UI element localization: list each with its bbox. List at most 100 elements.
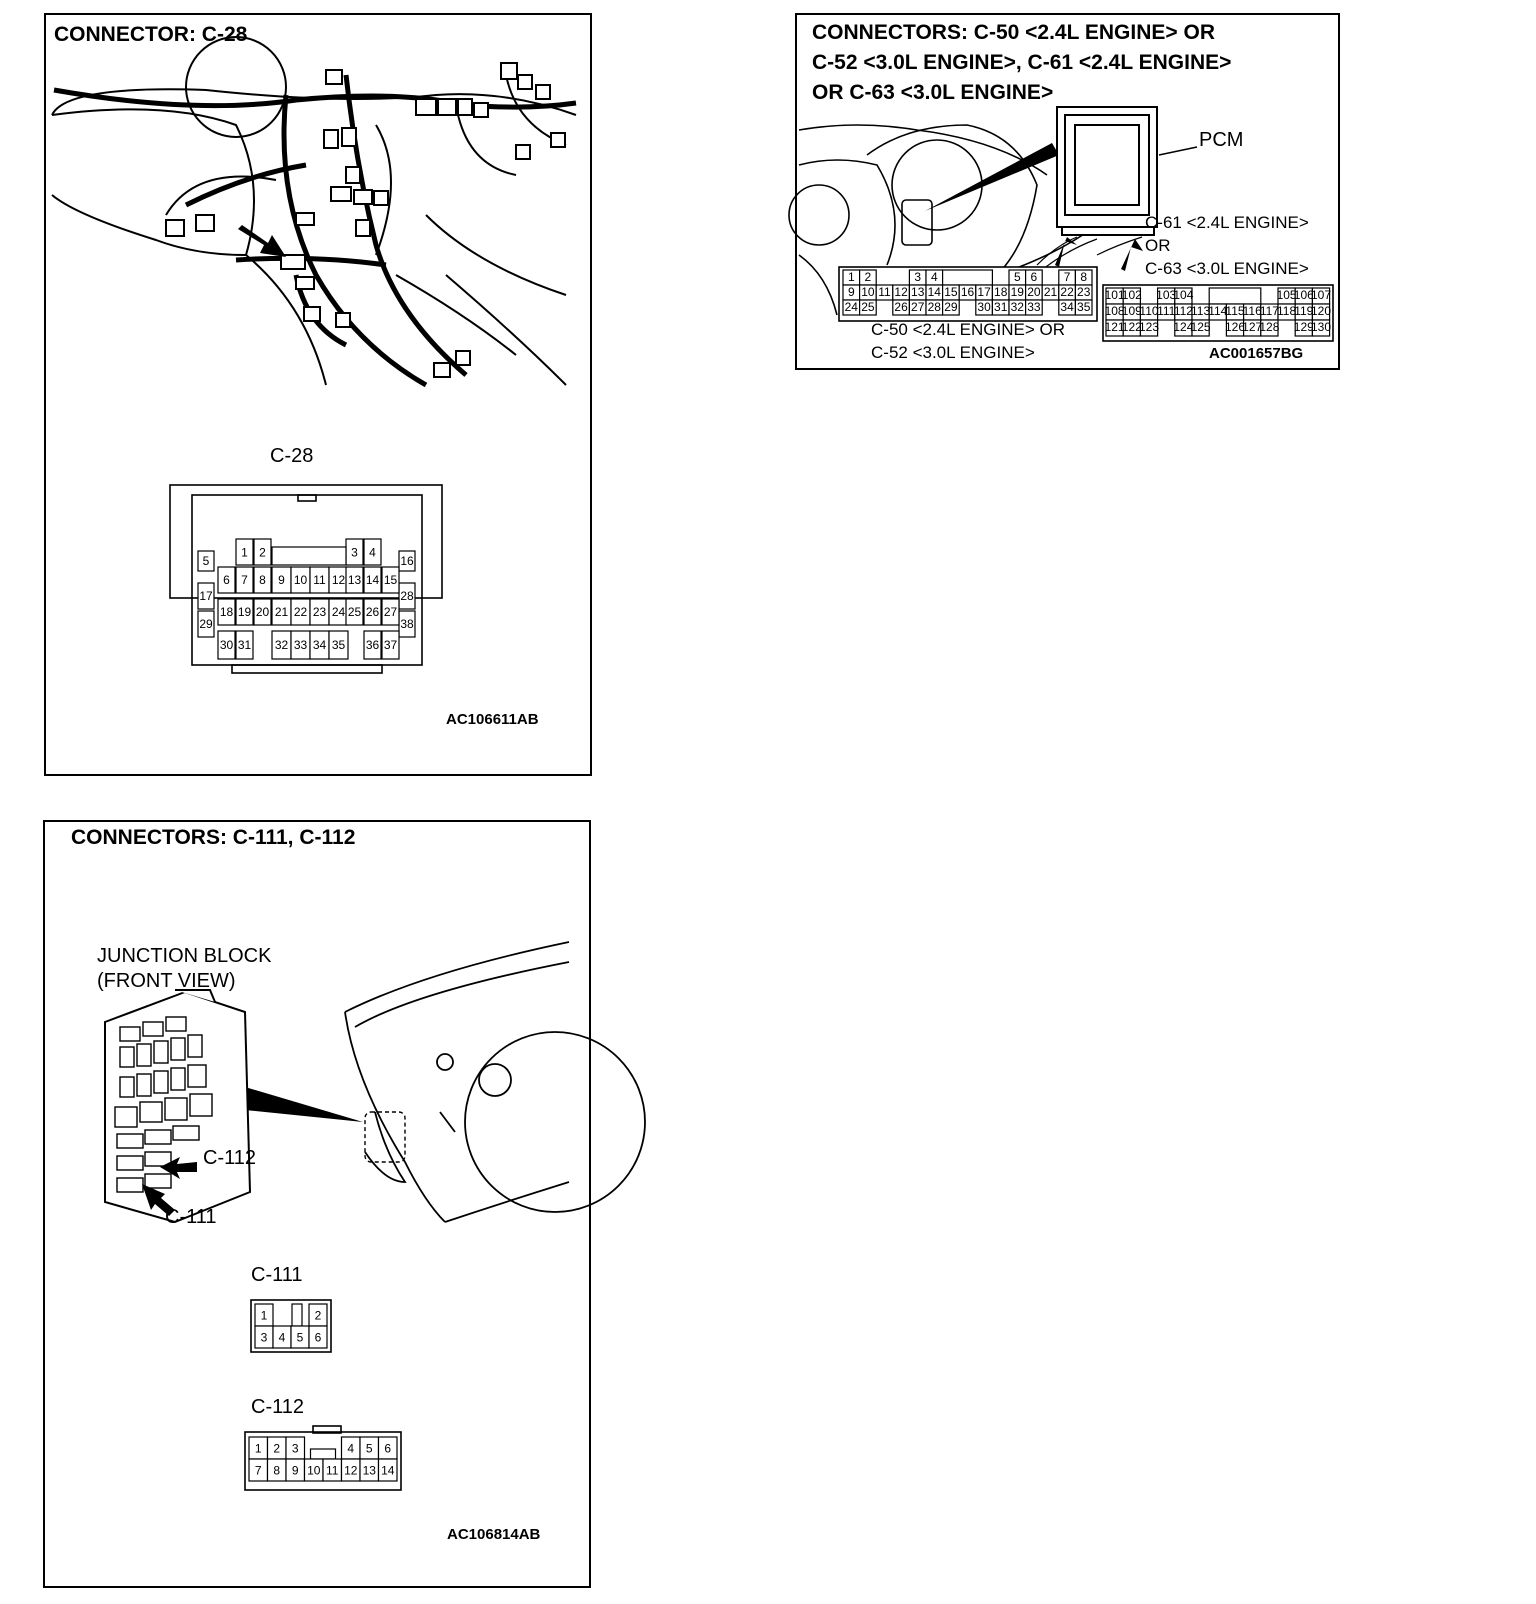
junction-block-label-line2: (FRONT VIEW) [97, 970, 236, 992]
pin-cell [363, 598, 382, 626]
pin-cell [217, 630, 236, 660]
pin-number: 1 [241, 545, 248, 559]
pin-number: 14 [381, 1463, 395, 1477]
pin-number: 32 [1011, 300, 1025, 314]
pin-number: 7 [241, 573, 248, 587]
pin-number: 38 [400, 617, 414, 631]
pin-cell [345, 598, 364, 626]
pin-number: 1 [255, 1441, 262, 1455]
pin-number: 11 [878, 285, 891, 299]
blank-cavity [271, 546, 347, 566]
pin-number: 15 [944, 285, 958, 299]
pin-number: 28 [400, 589, 414, 603]
pin-cell [1025, 299, 1043, 316]
pin-number: 30 [220, 638, 234, 652]
pin-number: 128 [1259, 320, 1279, 334]
pin-cell [345, 566, 364, 594]
panel-pcm-code: AC001657BG [1209, 345, 1304, 362]
pin-number: 3 [914, 270, 921, 284]
pin-cell [235, 566, 254, 594]
pin-cell [363, 630, 382, 660]
pin-number: 22 [294, 605, 308, 619]
pin-number: 33 [294, 638, 308, 652]
pin-number: 130 [1311, 320, 1331, 334]
pin-number: 121 [1105, 320, 1125, 334]
pin-cell [377, 1458, 398, 1482]
pin-number: 106 [1294, 288, 1314, 302]
pin-number: 20 [1027, 285, 1041, 299]
pin-number: 3 [292, 1441, 299, 1455]
pin-number: 5 [366, 1441, 373, 1455]
pin-number: 112 [1174, 304, 1193, 318]
pin-number: 14 [366, 573, 380, 587]
pin-number: 32 [275, 638, 289, 652]
blank-cavity [1208, 287, 1262, 305]
pin-number: 12 [344, 1463, 358, 1477]
pin-number: 6 [1031, 270, 1038, 284]
pin-number: 13 [911, 285, 925, 299]
pin-number: 22 [1060, 285, 1074, 299]
pin-number: 120 [1311, 304, 1331, 318]
c50-engine-label: C-50 <2.4L ENGINE> OR [871, 320, 1066, 339]
pin-number: 26 [366, 605, 380, 619]
pin-number: 27 [911, 300, 925, 314]
panel-c28-title: CONNECTOR: C-28 [54, 23, 248, 46]
pin-number: 23 [1077, 285, 1091, 299]
pin-number: 35 [332, 638, 346, 652]
pin-number: 116 [1243, 304, 1262, 318]
panel-connector-c28: CONNECTOR: C-28 [44, 13, 592, 776]
pin-number: 126 [1225, 320, 1245, 334]
c111-callout-label: C-111 [165, 1206, 217, 1228]
pin-cell [1311, 319, 1331, 337]
pin-number: 11 [326, 1463, 339, 1477]
pin-number: 6 [315, 1330, 322, 1344]
pin-number: 1 [848, 270, 855, 284]
c111-connector-label: C-111 [251, 1264, 303, 1286]
pin-number: 103 [1156, 288, 1176, 302]
pin-number: 104 [1173, 288, 1193, 302]
pin-number: 12 [332, 573, 346, 587]
pin-cell [197, 582, 215, 610]
pin-number: 29 [199, 617, 213, 631]
panel-c28-code: AC106611AB [446, 711, 539, 728]
pin-number: 102 [1122, 288, 1142, 302]
pin-number: 9 [278, 573, 285, 587]
pin-number: 3 [351, 545, 358, 559]
pin-number: 31 [238, 638, 252, 652]
pin-number: 108 [1105, 304, 1125, 318]
pin-number: 4 [279, 1330, 286, 1344]
pin-number: 29 [944, 300, 958, 314]
pin-number: 17 [977, 285, 991, 299]
pin-number: 119 [1294, 304, 1313, 318]
pin-number: 114 [1208, 304, 1227, 318]
pin-cell [253, 566, 272, 594]
pin-number: 10 [307, 1463, 321, 1477]
pin-number: 122 [1122, 320, 1142, 334]
pin-number: 111 [1157, 304, 1176, 318]
pin-number: 25 [348, 605, 362, 619]
pin-cell [308, 1325, 328, 1349]
pin-number: 20 [256, 605, 270, 619]
pin-cell [858, 299, 877, 316]
pin-number: 28 [928, 300, 942, 314]
pin-number: 6 [384, 1441, 391, 1455]
pin-number: 7 [255, 1463, 262, 1477]
pcm-label: PCM [1199, 129, 1244, 151]
panel-jb-title: CONNECTORS: C-111, C-112 [71, 826, 356, 849]
pin-number: 2 [273, 1441, 280, 1455]
pin-cell [1139, 319, 1159, 337]
pin-number: 123 [1139, 320, 1159, 334]
panel-pcm-title-line3: OR C-63 <3.0L ENGINE> [812, 81, 1054, 104]
pin-cell [235, 598, 254, 626]
pin-number: 21 [275, 605, 289, 619]
pin-number: 17 [199, 589, 213, 603]
pin-cell [197, 550, 215, 572]
pin-number: 13 [348, 573, 362, 587]
pin-number: 11 [313, 573, 326, 587]
pin-cell [217, 566, 236, 594]
pin-cell [253, 598, 272, 626]
pin-number: 23 [313, 605, 327, 619]
pin-number: 26 [894, 300, 908, 314]
pin-number: 110 [1139, 304, 1158, 318]
